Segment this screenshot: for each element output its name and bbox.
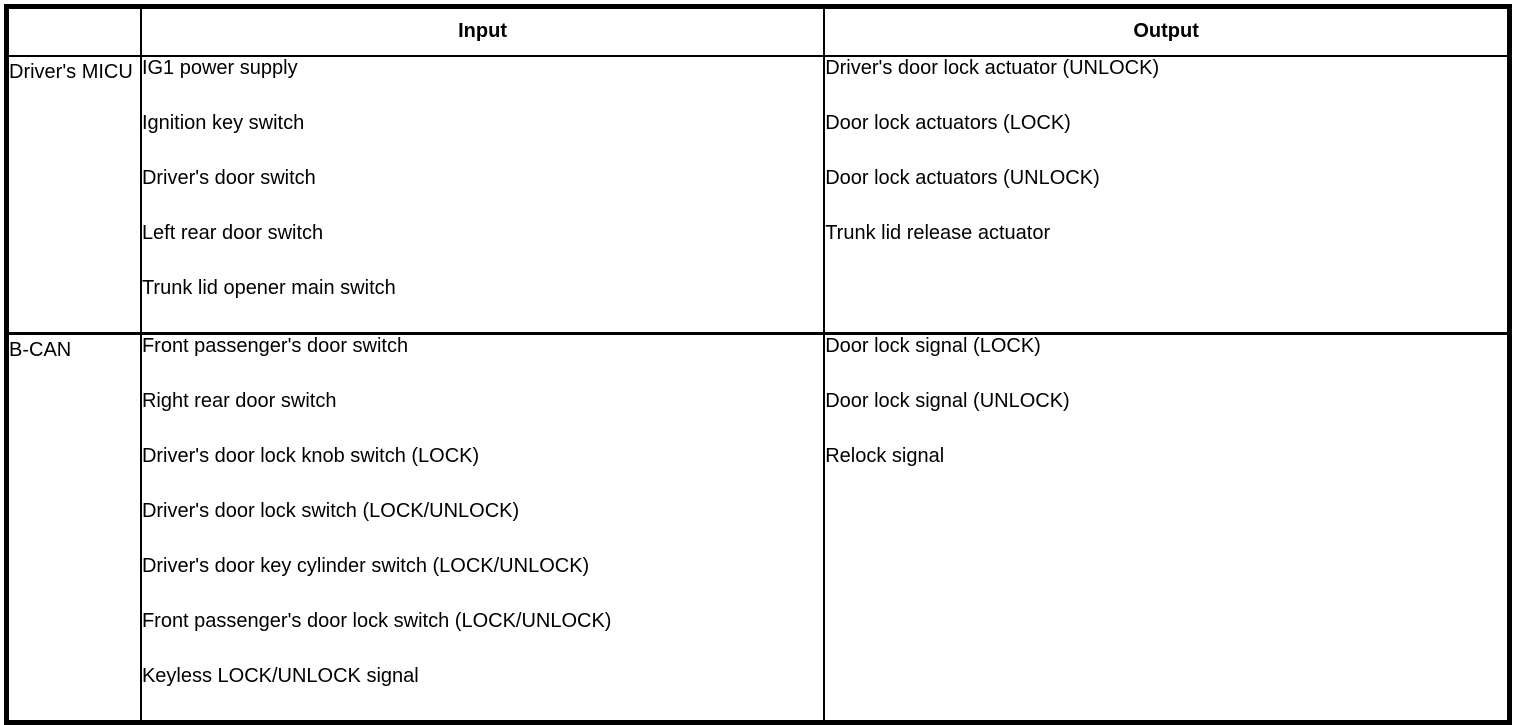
output-item: Relock signal xyxy=(825,444,945,467)
input-item: Driver's door lock switch (LOCK/UNLOCK) xyxy=(141,499,520,522)
table-header-row: Input Output xyxy=(5,5,1511,57)
micu-output-list: Driver's door lock actuator (UNLOCK) Door… xyxy=(825,57,1507,277)
input-item: Trunk lid opener main switch xyxy=(141,276,396,299)
bcan-output-list: Door lock signal (LOCK) Door lock signal … xyxy=(825,335,1507,500)
output-column-header: Output xyxy=(823,5,1511,57)
output-item: Door lock signal (UNLOCK) xyxy=(825,389,1070,412)
input-item: Keyless LOCK/UNLOCK signal xyxy=(141,664,419,687)
input-item: Driver's door key cylinder switch (LOCK/… xyxy=(141,554,590,577)
output-item: Driver's door lock actuator (UNLOCK) xyxy=(825,56,1160,79)
output-item: Door lock actuators (UNLOCK) xyxy=(825,166,1100,189)
input-output-table: Input Output Driver's MICU IG1 power sup… xyxy=(4,4,1512,725)
input-item: Left rear door switch xyxy=(141,221,324,244)
micu-output-cell: Driver's door lock actuator (UNLOCK) Door… xyxy=(823,54,1511,334)
output-item: Door lock signal (LOCK) xyxy=(825,334,1041,357)
row-source-label-micu: Driver's MICU xyxy=(5,54,142,334)
row-source-label-bcan: B-CAN xyxy=(5,331,142,723)
output-item: Door lock actuators (LOCK) xyxy=(825,111,1071,134)
input-item: Front passenger's door lock switch (LOCK… xyxy=(141,609,612,632)
input-item: Driver's door switch xyxy=(141,166,316,189)
input-item: Front passenger's door switch xyxy=(141,334,409,357)
source-header-cell xyxy=(5,5,142,57)
input-item: IG1 power supply xyxy=(141,56,298,79)
bcan-output-cell: Door lock signal (LOCK) Door lock signal … xyxy=(823,331,1511,723)
input-item: Right rear door switch xyxy=(141,389,337,412)
input-item: Ignition key switch xyxy=(141,111,305,134)
input-item: Driver's door lock knob switch (LOCK) xyxy=(141,444,480,467)
input-column-header: Input xyxy=(139,5,826,57)
output-item: Trunk lid release actuator xyxy=(825,221,1051,244)
